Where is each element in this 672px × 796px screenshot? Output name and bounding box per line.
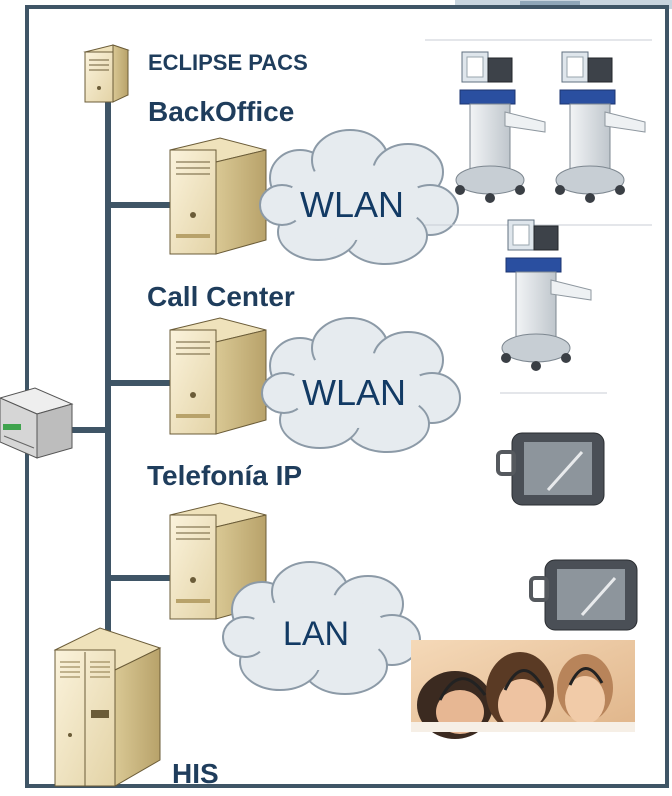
server-icon — [169, 317, 267, 435]
header-strip-accent — [520, 1, 580, 8]
small-server-icon — [83, 44, 130, 103]
medical-cart-icon — [555, 51, 646, 203]
wlan-cloud: WLAN — [259, 129, 459, 265]
wlan-cloud: WLAN — [261, 317, 461, 453]
callcenter-label: Call Center — [147, 281, 295, 312]
his-label: HIS — [172, 758, 219, 789]
backoffice-label: BackOffice — [148, 96, 295, 127]
medical-cart-icon — [501, 219, 592, 371]
tablet-pc-icon — [496, 432, 605, 506]
server-icon — [169, 137, 267, 255]
wlan-label: WLAN — [302, 372, 406, 413]
server-icon — [169, 502, 267, 620]
medical-cart-icon — [455, 51, 546, 203]
call-center-agents-photo — [411, 640, 635, 739]
lan-cloud: LAN — [222, 561, 421, 695]
rack-server-icon — [53, 627, 162, 787]
telefonia-label: Telefonía IP — [147, 460, 303, 491]
separator-lines — [425, 39, 652, 394]
tablet-pc-icon — [529, 559, 638, 631]
wlan-label: WLAN — [300, 184, 404, 225]
network-switch-icon — [0, 387, 74, 459]
network-links — [67, 72, 171, 643]
pacs-label: ECLIPSE PACS — [148, 50, 308, 75]
lan-label: LAN — [283, 615, 349, 653]
